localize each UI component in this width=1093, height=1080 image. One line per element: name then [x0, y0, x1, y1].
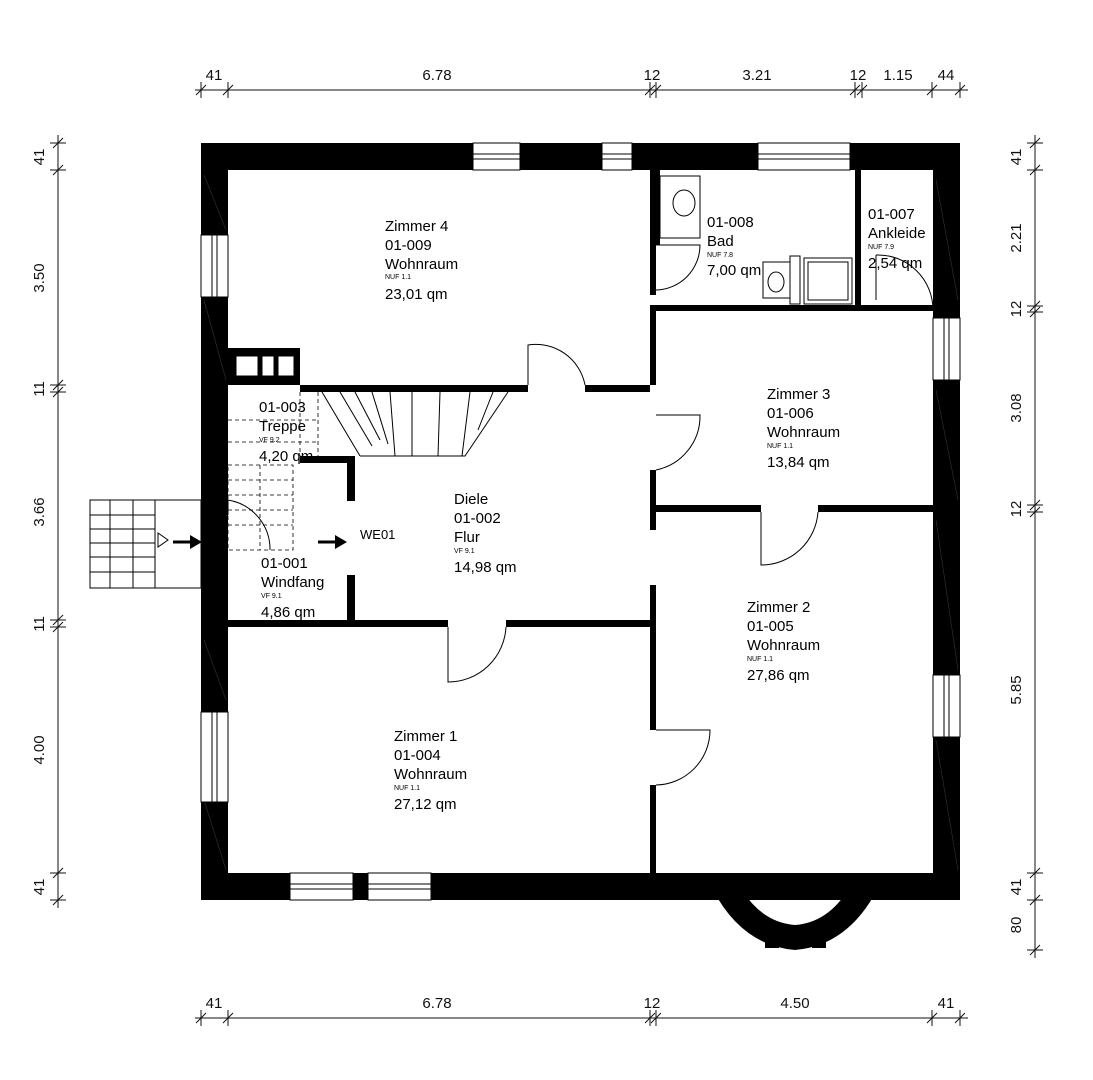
room-id: 01-002 — [454, 510, 501, 527]
dimension-left: 41 3.50 11 3.66 11 4.00 41 — [31, 135, 66, 908]
dim-bottom-2: 12 — [644, 995, 661, 1012]
room-area: 14,98 qm — [454, 559, 517, 576]
dim-right-6: 41 — [1008, 879, 1025, 896]
room-use: Wohnraum — [385, 256, 458, 273]
bathroom-fixtures — [659, 175, 853, 305]
exterior-walls — [201, 143, 960, 900]
room-area: 7,00 qm — [707, 262, 761, 279]
bay-window — [705, 873, 885, 950]
dim-top-3: 3.21 — [742, 67, 771, 84]
room-name: Ankleide — [868, 225, 926, 242]
dim-left-2: 11 — [31, 381, 48, 397]
dim-left-5: 4.00 — [31, 735, 48, 764]
room-id: 01-001 — [261, 555, 308, 572]
room-id: 01-008 — [707, 214, 754, 231]
room-name: Bad — [707, 233, 734, 250]
room-treppe: 01-003 Treppe VF 9.2 4,20 qm — [259, 399, 313, 465]
dim-left-4: 11 — [31, 616, 48, 632]
room-id: 01-003 — [259, 399, 306, 416]
dim-right-7: 80 — [1008, 917, 1025, 934]
room-area: 13,84 qm — [767, 454, 830, 471]
room-id: 01-006 — [767, 405, 814, 422]
room-area: 4,20 qm — [259, 448, 313, 465]
room-name: Zimmer 4 — [385, 218, 448, 235]
dim-right-2: 12 — [1008, 301, 1025, 318]
dim-right-0: 41 — [1008, 149, 1025, 166]
dim-top-1: 6.78 — [422, 67, 451, 84]
room-area: 23,01 qm — [385, 286, 448, 303]
dim-top-6: 44 — [938, 67, 955, 84]
room-ankleide: 01-007 Ankleide NUF 7.9 2,54 qm — [868, 206, 926, 272]
dim-left-1: 3.50 — [31, 263, 48, 292]
dim-bottom-3: 4.50 — [780, 995, 809, 1012]
room-name: Windfang — [261, 574, 324, 591]
dim-right-1: 2.21 — [1008, 223, 1025, 252]
wall-hatching — [203, 174, 959, 871]
room-id: 01-004 — [394, 747, 441, 764]
room-area: 4,86 qm — [261, 604, 315, 621]
room-use: Wohnraum — [394, 766, 467, 783]
exterior-stair — [89, 499, 202, 589]
interior-stair — [227, 391, 509, 551]
dim-right-4: 12 — [1008, 501, 1025, 518]
dim-top-2: 12 — [644, 67, 661, 84]
room-zimmer-3: Zimmer 3 01-006 Wohnraum NUF 1.1 13,84 q… — [767, 386, 840, 471]
dimension-right: 41 2.21 12 3.08 12 5.85 41 80 — [1008, 135, 1043, 958]
room-code: VF 9.2 — [259, 437, 280, 444]
room-id: 01-007 — [868, 206, 915, 223]
room-name: Treppe — [259, 418, 306, 435]
dim-top-0: 41 — [206, 67, 223, 84]
room-zimmer-4: Zimmer 4 01-009 Wohnraum NUF 1.1 23,01 q… — [385, 218, 458, 303]
room-zimmer-1: Zimmer 1 01-004 Wohnraum NUF 1.1 27,12 q… — [394, 728, 467, 813]
dim-top-5: 1.15 — [883, 67, 912, 84]
dimension-bottom: 41 6.78 12 4.50 41 — [195, 995, 968, 1026]
room-code: NUF 7.9 — [868, 244, 894, 251]
windows — [200, 142, 961, 901]
room-name: Zimmer 1 — [394, 728, 457, 745]
dim-bottom-0: 41 — [206, 995, 223, 1012]
dim-bottom-4: 41 — [938, 995, 955, 1012]
dim-left-6: 41 — [31, 879, 48, 896]
room-code: NUF 1.1 — [767, 443, 793, 450]
dim-bottom-1: 6.78 — [422, 995, 451, 1012]
room-id: 01-009 — [385, 237, 432, 254]
room-windfang: 01-001 Windfang VF 9.1 4,86 qm — [261, 555, 324, 621]
entrance-arrows — [173, 535, 347, 549]
room-code: VF 9.1 — [261, 593, 282, 600]
room-zimmer-2: Zimmer 2 01-005 Wohnraum NUF 1.1 27,86 q… — [747, 599, 820, 684]
dim-left-3: 3.66 — [31, 497, 48, 526]
dim-left-0: 41 — [31, 149, 48, 166]
dim-right-3: 3.08 — [1008, 393, 1025, 422]
room-id: 01-005 — [747, 618, 794, 635]
entrance-label: WE01 — [360, 527, 395, 542]
room-code: NUF 1.1 — [385, 274, 411, 281]
room-code: NUF 1.1 — [747, 656, 773, 663]
room-use: Wohnraum — [747, 637, 820, 654]
room-use: Wohnraum — [767, 424, 840, 441]
room-area: 27,12 qm — [394, 796, 457, 813]
room-area: 27,86 qm — [747, 667, 810, 684]
room-name: Zimmer 3 — [767, 386, 830, 403]
room-code: VF 9.1 — [454, 548, 475, 555]
dimension-top: 41 6.78 12 3.21 12 1.15 44 — [195, 67, 968, 98]
room-code: NUF 7.8 — [707, 252, 733, 259]
room-use: Flur — [454, 529, 480, 546]
room-name: Diele — [454, 491, 488, 508]
room-name: Zimmer 2 — [747, 599, 810, 616]
room-code: NUF 1.1 — [394, 785, 420, 792]
interior-walls — [228, 170, 933, 873]
room-diele: Diele 01-002 Flur VF 9.1 14,98 qm — [454, 491, 517, 576]
dim-top-4: 12 — [850, 67, 867, 84]
room-area: 2,54 qm — [868, 255, 922, 272]
chimney — [235, 355, 295, 377]
doors — [227, 244, 934, 786]
dim-right-5: 5.85 — [1008, 675, 1025, 704]
room-bad: 01-008 Bad NUF 7.8 7,00 qm — [707, 214, 761, 279]
